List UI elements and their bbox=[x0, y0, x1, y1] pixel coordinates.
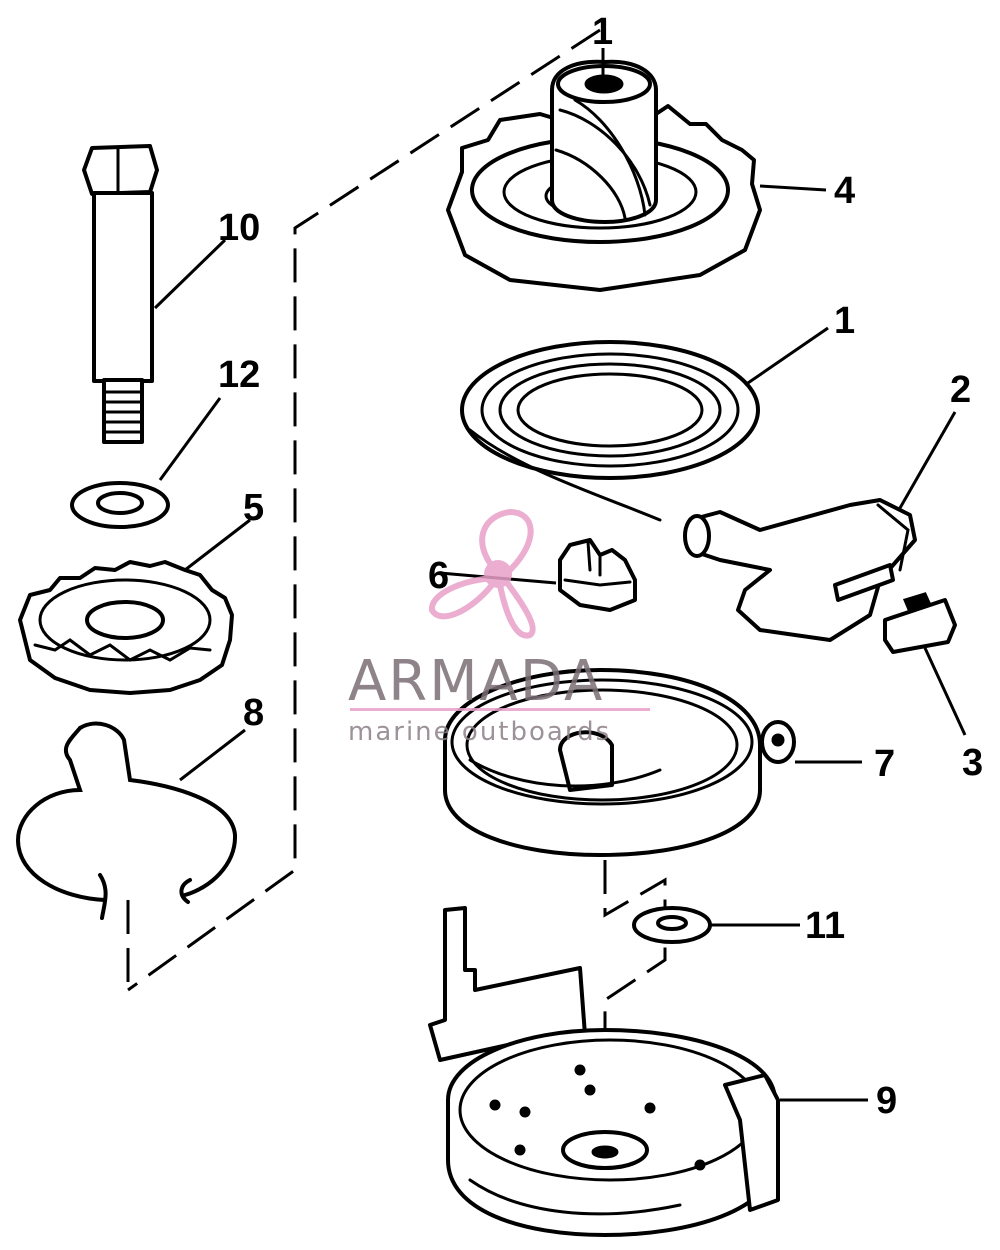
callout-1-top: 1 bbox=[592, 11, 613, 53]
callout-7: 7 bbox=[874, 743, 895, 785]
callout-9: 9 bbox=[876, 1080, 897, 1122]
drive-gear-part bbox=[18, 560, 234, 695]
flat-washer-part bbox=[632, 906, 712, 944]
rewind-spring-part bbox=[460, 340, 760, 522]
callout-8: 8 bbox=[243, 692, 264, 734]
callout-2: 2 bbox=[950, 369, 971, 411]
base-housing-part bbox=[428, 906, 780, 1237]
pawl-part bbox=[558, 538, 637, 612]
starter-handle-part bbox=[683, 498, 917, 642]
callout-4: 4 bbox=[834, 170, 855, 212]
callout-12: 12 bbox=[218, 354, 260, 396]
washer-part bbox=[70, 481, 170, 529]
bolt-part bbox=[82, 144, 159, 444]
watermark-brand: ARMADA bbox=[348, 649, 604, 714]
starter-housing-ring-part bbox=[443, 668, 796, 857]
pinion-rotor-part bbox=[446, 59, 762, 292]
callout-5: 5 bbox=[243, 487, 264, 529]
callout-labels: 1 4 10 1 2 12 5 6 8 7 3 11 9 bbox=[218, 11, 983, 1122]
callout-1-spring: 1 bbox=[834, 300, 855, 342]
armada-watermark: ARMADA marine outboards bbox=[348, 508, 650, 747]
propeller-logo-icon bbox=[429, 508, 536, 639]
retaining-clip-part bbox=[15, 721, 238, 920]
callout-10: 10 bbox=[218, 207, 260, 249]
handle-insert-part bbox=[883, 592, 957, 654]
watermark-tagline: marine outboards bbox=[348, 717, 611, 747]
callout-11: 11 bbox=[805, 905, 845, 947]
callout-3: 3 bbox=[962, 742, 983, 784]
callout-6: 6 bbox=[428, 555, 449, 597]
